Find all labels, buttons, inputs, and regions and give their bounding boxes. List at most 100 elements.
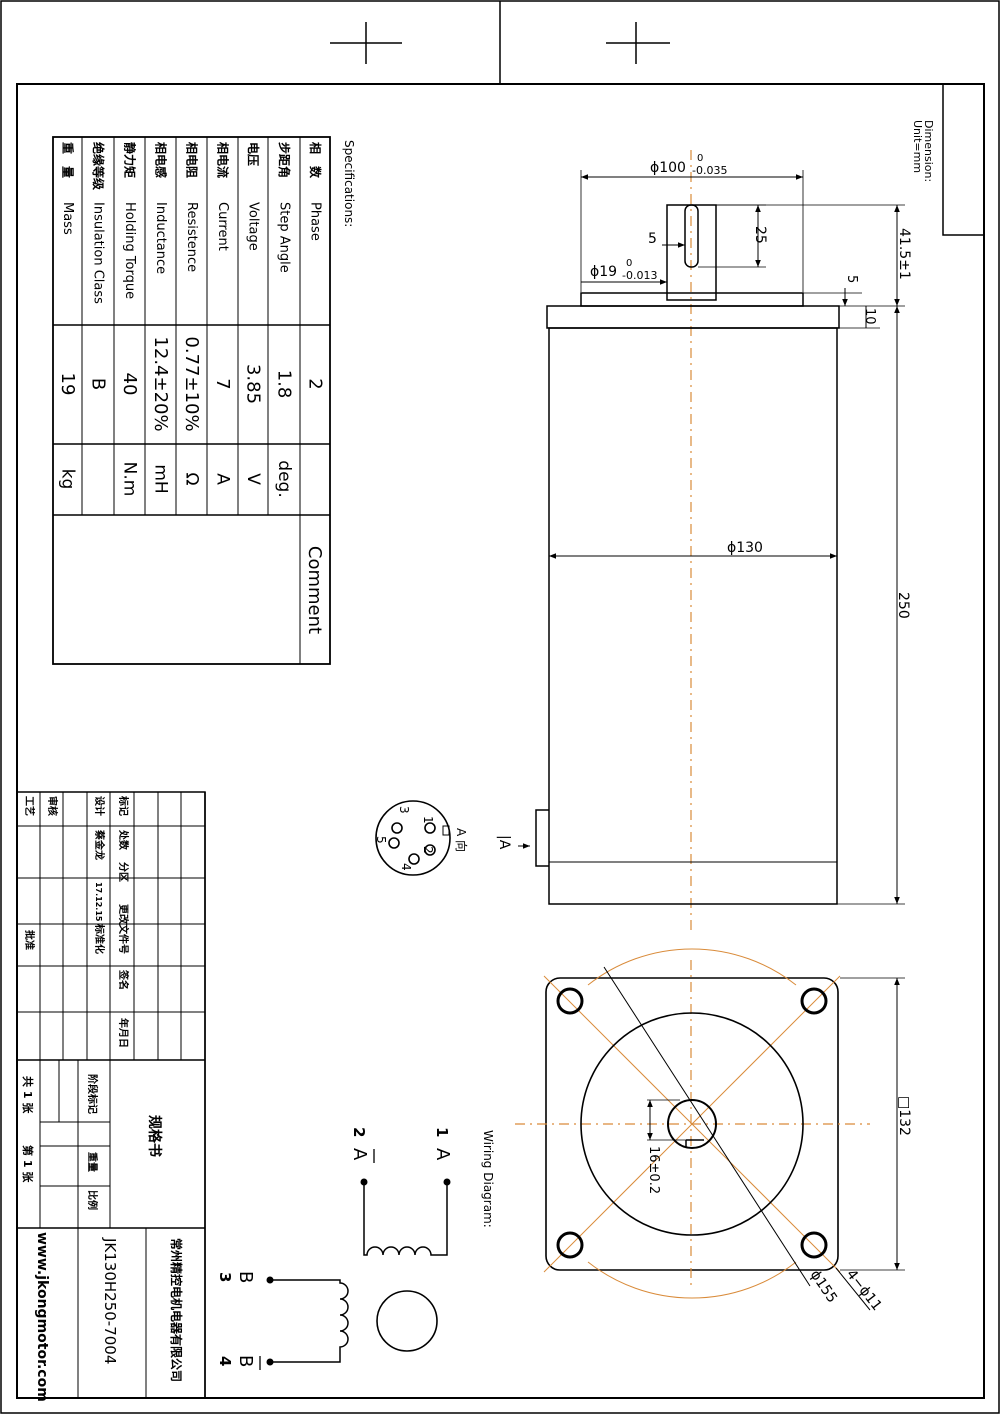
tb-doc-title: 规格书 [146, 1115, 163, 1157]
connector-view-label: |A [496, 835, 512, 850]
spec-cn: 相 数 [308, 142, 323, 179]
spec-en: Mass [60, 202, 75, 235]
tb-design-date: 17.12.15 [94, 882, 103, 922]
coil-b [270, 1279, 349, 1363]
tb-mark: 标记 [117, 795, 130, 816]
spec-unit: A [213, 473, 233, 485]
tb-change-doc: 更改文件号 [117, 904, 130, 954]
mount-hole-2 [800, 987, 828, 1015]
dim-pilot-tol-lower: -0.035 [692, 164, 727, 177]
spec-unit: N.m [120, 462, 140, 497]
dim-shaft-length: 41.5±1 [896, 228, 912, 280]
dim-square: □132 [896, 1096, 912, 1136]
tb-sheet-total: 共 1 张 [21, 1076, 35, 1114]
spec-cn: 电压 [246, 142, 261, 166]
spec-en: Holding Torque [122, 202, 137, 299]
tb-standard: 标准化 [93, 923, 106, 954]
flange [546, 305, 840, 329]
pin-5: 5 [374, 836, 388, 844]
spec-en: Voltage [246, 202, 261, 251]
pin-2: 2 [421, 846, 435, 854]
spec-value: 1.8 [274, 370, 295, 399]
dim-body-diameter: ϕ130 [727, 540, 763, 556]
tb-sheet-num: 第 1 张 [21, 1145, 35, 1183]
spec-value: 0.77±10% [181, 336, 202, 431]
dimension-label: Dimension: [922, 120, 935, 182]
spec-cn: 步距角 [277, 142, 292, 178]
mount-hole-3 [556, 1231, 584, 1259]
dim-shaft-diameter: ϕ19 [590, 264, 617, 280]
wiring-diagram: Wiring Diagram: 1 A 2 A 3 B 4 B [216, 1127, 495, 1370]
registration-crosses [330, 22, 670, 64]
spec-comment-header: Comment [304, 546, 325, 634]
dim-pilot-height: 5 [844, 275, 859, 283]
dim-bolt-circle: ϕ155 [807, 1267, 840, 1306]
tb-company: 常州精控电机电器有限公司 [169, 1238, 184, 1382]
spec-en: Current [215, 202, 230, 251]
tb-stage: 阶段标记 [86, 1074, 99, 1114]
rotor-symbol [376, 1290, 438, 1352]
connector-label: A 向 [454, 828, 469, 852]
terminal-2-name: A [349, 1148, 370, 1161]
dim-shaft-tol-lower: -0.013 [622, 269, 657, 282]
tb-review: 审核 [46, 796, 59, 816]
spec-cn: 相电阻 [185, 142, 200, 178]
pin-1: 1 [421, 816, 435, 824]
pin-3: 3 [397, 806, 411, 814]
spec-en: Step Angle [277, 202, 292, 273]
connector-stub [535, 809, 549, 867]
terminal-2-number: 2 [350, 1127, 368, 1137]
unit-label: Unit=mm [911, 120, 924, 173]
shaft-keyway [684, 204, 699, 268]
motor-front-view: ϕ155 4−ϕ11 □132 16±0.2 [515, 948, 912, 1314]
spec-unit: mH [151, 464, 171, 493]
spec-en: Inductance [153, 202, 168, 274]
spec-value: 2 [305, 378, 326, 389]
spec-unit: V [243, 473, 263, 485]
spec-cn: 相电流 [216, 142, 231, 178]
motor-side-view: |A ϕ100 0 -0.035 ϕ19 0 -0.013 5 25 41.5±… [496, 150, 912, 930]
spec-cn: 重 量 [61, 142, 76, 178]
dim-key-length: 25 [752, 226, 768, 244]
spec-value: 3.85 [243, 364, 264, 404]
spec-value: 12.4±20% [150, 336, 171, 431]
coil-a [363, 1182, 448, 1256]
tb-scale: 比例 [86, 1190, 99, 1210]
spec-en: Insulation Class [91, 202, 106, 304]
tb-weight: 重量 [86, 1152, 99, 1172]
mount-hole-4 [800, 1231, 828, 1259]
tb-design: 设计 [93, 796, 106, 816]
dim-body-length: 250 [895, 592, 911, 619]
connector-pinout: 1 2 3 4 5 A 向 [374, 800, 469, 876]
tb-date: 年月日 [117, 1018, 130, 1048]
spec-cn: 相电感 [154, 142, 169, 178]
spec-cn: 绝缘等级 [91, 142, 106, 190]
tb-approve: 批准 [23, 930, 36, 950]
dim-holes: 4−ϕ11 [843, 1267, 885, 1314]
unit-box: Dimension: Unit=mm [911, 84, 984, 236]
dim-shaft-tol-upper: 0 [626, 258, 632, 269]
tb-count: 处数 [117, 829, 130, 851]
mount-hole-1 [556, 987, 584, 1015]
dim-flange-thickness: 10 [862, 308, 877, 325]
motor-body [548, 327, 838, 905]
dim-flat: 16±0.2 [646, 1146, 661, 1194]
wiring-heading: Wiring Diagram: [481, 1130, 495, 1228]
terminal-3-number: 3 [216, 1272, 234, 1282]
tb-designer: 蔡金龙 [93, 829, 106, 860]
terminal-1-number: 1 [433, 1127, 451, 1137]
spec-unit: kg [58, 469, 78, 490]
terminal-4-name: B [235, 1355, 256, 1367]
tb-model: JK130H250-7004 [101, 1237, 119, 1364]
spec-value: 40 [119, 373, 140, 396]
terminal-1-name: A [432, 1148, 453, 1161]
spec-unit: deg. [274, 460, 294, 497]
spec-value: B [88, 378, 109, 390]
tb-website: www.jkongmotor.com [34, 1232, 50, 1402]
shaft-circle [667, 1099, 717, 1149]
specifications-heading: Specifications: [342, 140, 356, 227]
tb-zone: 分区 [117, 862, 130, 882]
terminal-4-number: 4 [216, 1356, 234, 1366]
